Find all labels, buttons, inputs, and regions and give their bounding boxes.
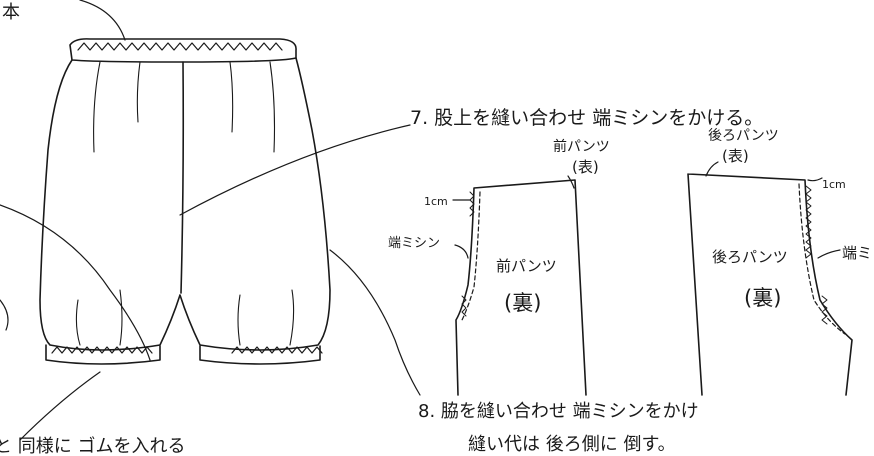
front-leader-edge — [454, 244, 469, 259]
leader-line-top — [79, 0, 126, 41]
left-cuff-shirring — [51, 346, 153, 354]
back-leader-edge — [817, 249, 841, 259]
waistband-shirring — [77, 42, 283, 51]
step8-instruction-line2: 縫い代は 後ろ側に 倒す。 — [468, 434, 676, 455]
front-edge-stitch-label: 端ミシン — [388, 236, 440, 251]
waistband — [69, 38, 297, 63]
back-overlock — [805, 185, 828, 325]
front-inner-label: 前パンツ — [496, 257, 557, 275]
front-leader-outer — [567, 175, 575, 189]
bloomers-illustration — [0, 0, 421, 441]
center-seam — [180, 61, 185, 294]
front-overlock — [461, 191, 475, 317]
step7-instruction: 7. 股上を縫い合わせ 端ミシンをかける。 — [410, 107, 763, 129]
back-pants-pattern — [687, 161, 853, 396]
leader-line-left — [0, 204, 151, 361]
waist-gathers — [93, 61, 276, 153]
back-pants-outline — [687, 173, 853, 396]
left-leg-cuff — [45, 344, 161, 365]
leader-line-bottom — [19, 371, 101, 441]
bottom-left-instruction: と 同様に ゴムを入れる — [0, 436, 185, 456]
back-inner-label: 後ろパンツ — [712, 248, 788, 266]
leg-gathers — [75, 289, 295, 346]
front-outer-label: 前パンツ — [553, 138, 610, 155]
front-pants-pattern — [452, 175, 587, 396]
leader-line-edge — [0, 299, 9, 331]
leader-line-cross — [179, 124, 411, 216]
back-edge-stitch — [798, 183, 846, 335]
back-outer-label: 後ろパンツ — [708, 128, 779, 144]
front-edge-stitch — [461, 191, 481, 321]
leader-line-right — [329, 249, 421, 396]
right-cuff-shirring — [231, 346, 323, 354]
back-outer-side: (表) — [722, 147, 749, 165]
pants-body — [39, 57, 331, 351]
front-outer-side: (表) — [572, 158, 599, 176]
front-seam-allowance: 1cm — [424, 195, 448, 208]
front-pants-outline — [455, 179, 587, 396]
back-seam-allowance: 1cm — [822, 178, 846, 191]
back-edge-stitch-label: 端ミ — [842, 244, 872, 262]
back-arrow-1cm — [807, 177, 823, 182]
corner-label: 本 — [2, 2, 20, 23]
right-leg-cuff — [199, 345, 321, 365]
front-inner-side: (裏) — [504, 291, 541, 315]
back-inner-side: (裏) — [744, 286, 781, 310]
back-leader-outer — [705, 161, 719, 177]
step8-instruction-line1: 8. 脇を縫い合わせ 端ミシンをかけ — [418, 401, 699, 422]
